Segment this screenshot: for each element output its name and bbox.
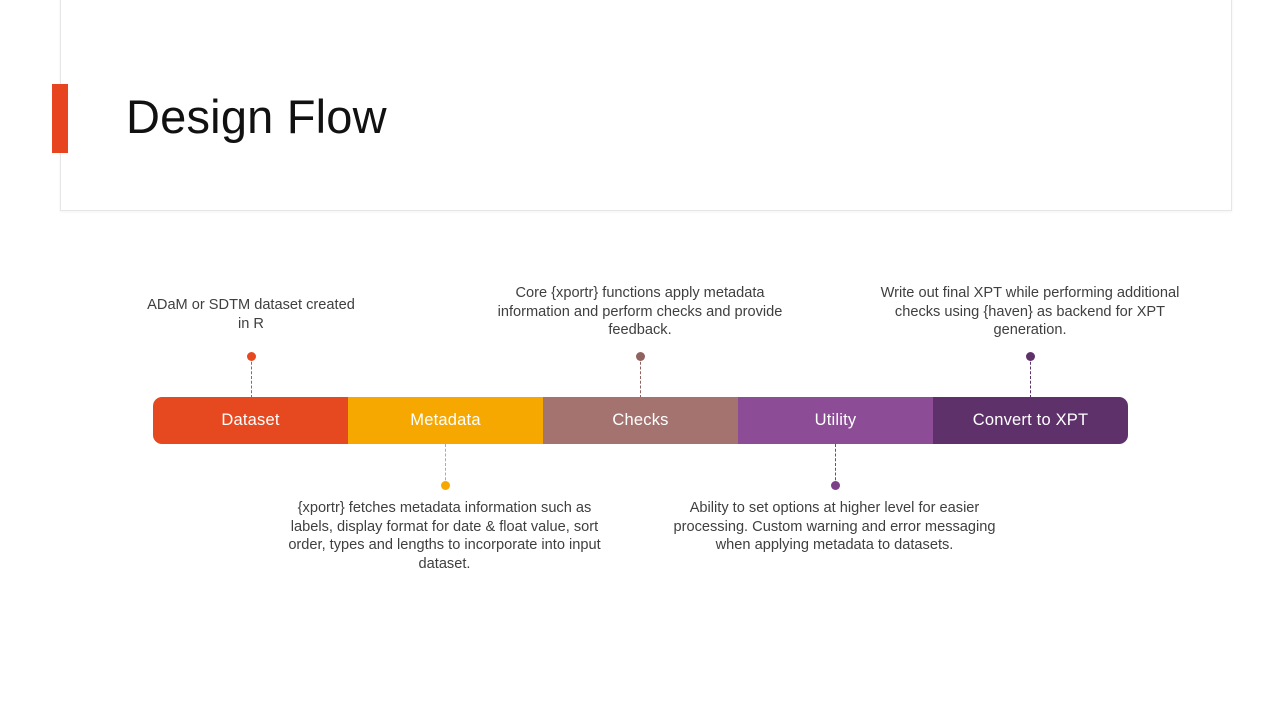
- design-flow-bar: Dataset Metadata Checks Utility Convert …: [153, 397, 1128, 444]
- callout-dataset: ADaM or SDTM dataset created in R: [147, 297, 355, 332]
- connector-line: [251, 357, 252, 398]
- connector-dot: [636, 352, 645, 361]
- callout-metadata: {xportr} fetches metadata information su…: [288, 500, 601, 572]
- connector-utility: [831, 444, 840, 490]
- flow-segment-checks[interactable]: Checks: [543, 397, 738, 444]
- slide-title-card: [60, 0, 1232, 211]
- connector-dataset: [247, 352, 256, 398]
- title-accent-bar: [52, 84, 68, 153]
- connector-dot: [247, 352, 256, 361]
- connector-metadata: [441, 444, 450, 490]
- connector-dot: [831, 481, 840, 490]
- flow-segment-label: Dataset: [221, 411, 280, 429]
- callout-convert: Write out final XPT while performing add…: [880, 285, 1180, 339]
- flow-segment-utility[interactable]: Utility: [738, 397, 933, 444]
- flow-segment-label: Metadata: [410, 411, 481, 429]
- connector-convert: [1026, 352, 1035, 398]
- flow-segment-convert[interactable]: Convert to XPT: [933, 397, 1128, 444]
- flow-segment-metadata[interactable]: Metadata: [348, 397, 543, 444]
- callout-checks: Core {xportr} functions apply metadata i…: [497, 285, 783, 339]
- flow-segment-label: Utility: [814, 411, 857, 429]
- flow-segment-label: Convert to XPT: [972, 411, 1089, 429]
- connector-line: [835, 444, 836, 485]
- flow-segment-label: Checks: [612, 411, 669, 429]
- connector-line: [1030, 357, 1031, 398]
- connector-line: [640, 357, 641, 398]
- connector-line: [445, 444, 446, 485]
- page-title: Design Flow: [126, 90, 387, 143]
- connector-dot: [441, 481, 450, 490]
- connector-checks: [636, 352, 645, 398]
- callout-utility: Ability to set options at higher level f…: [673, 500, 996, 554]
- connector-dot: [1026, 352, 1035, 361]
- flow-segment-dataset[interactable]: Dataset: [153, 397, 348, 444]
